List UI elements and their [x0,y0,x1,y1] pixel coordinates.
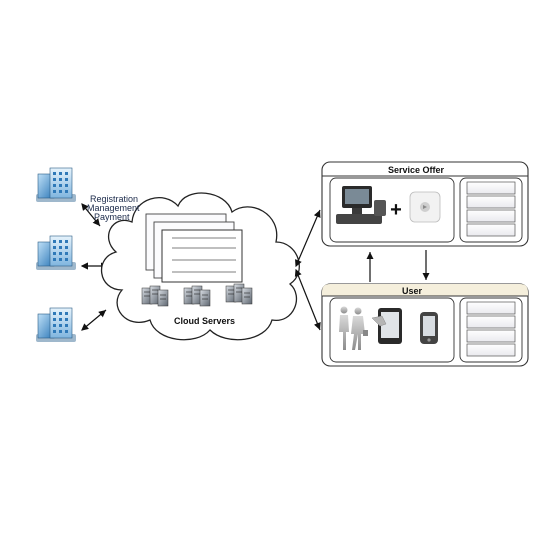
plus-sign: + [390,199,402,221]
list-rows [466,301,516,357]
office-building-icon [36,167,76,202]
connector-arrow [81,203,101,227]
service-offer-panel: + [321,161,529,247]
payment-label: Payment [94,212,130,222]
user-title: User [402,286,423,296]
list-rows [466,181,516,237]
office-building-icon [36,307,76,342]
cloud-servers-label: Cloud Servers [174,316,236,326]
management-label: Management [87,203,140,213]
beacon-device-icon [409,191,441,223]
database-table-icon [145,213,243,283]
connector-arrow [295,209,321,268]
server-rack-icon [183,285,211,307]
user-panel [321,283,529,367]
smartphone-icon [420,312,438,344]
tablet-icon [371,308,402,344]
connector-arrow [81,309,107,331]
service-offer-title: Service Offer [388,165,445,175]
server-rack-icon [141,285,169,307]
server-rack-icon [225,283,253,305]
connector-arrow [294,268,321,331]
pos-terminal-icon [336,186,386,224]
office-building-icon [36,235,76,270]
people-silhouette-icon [339,306,368,350]
registration-label: Registration [90,194,139,204]
